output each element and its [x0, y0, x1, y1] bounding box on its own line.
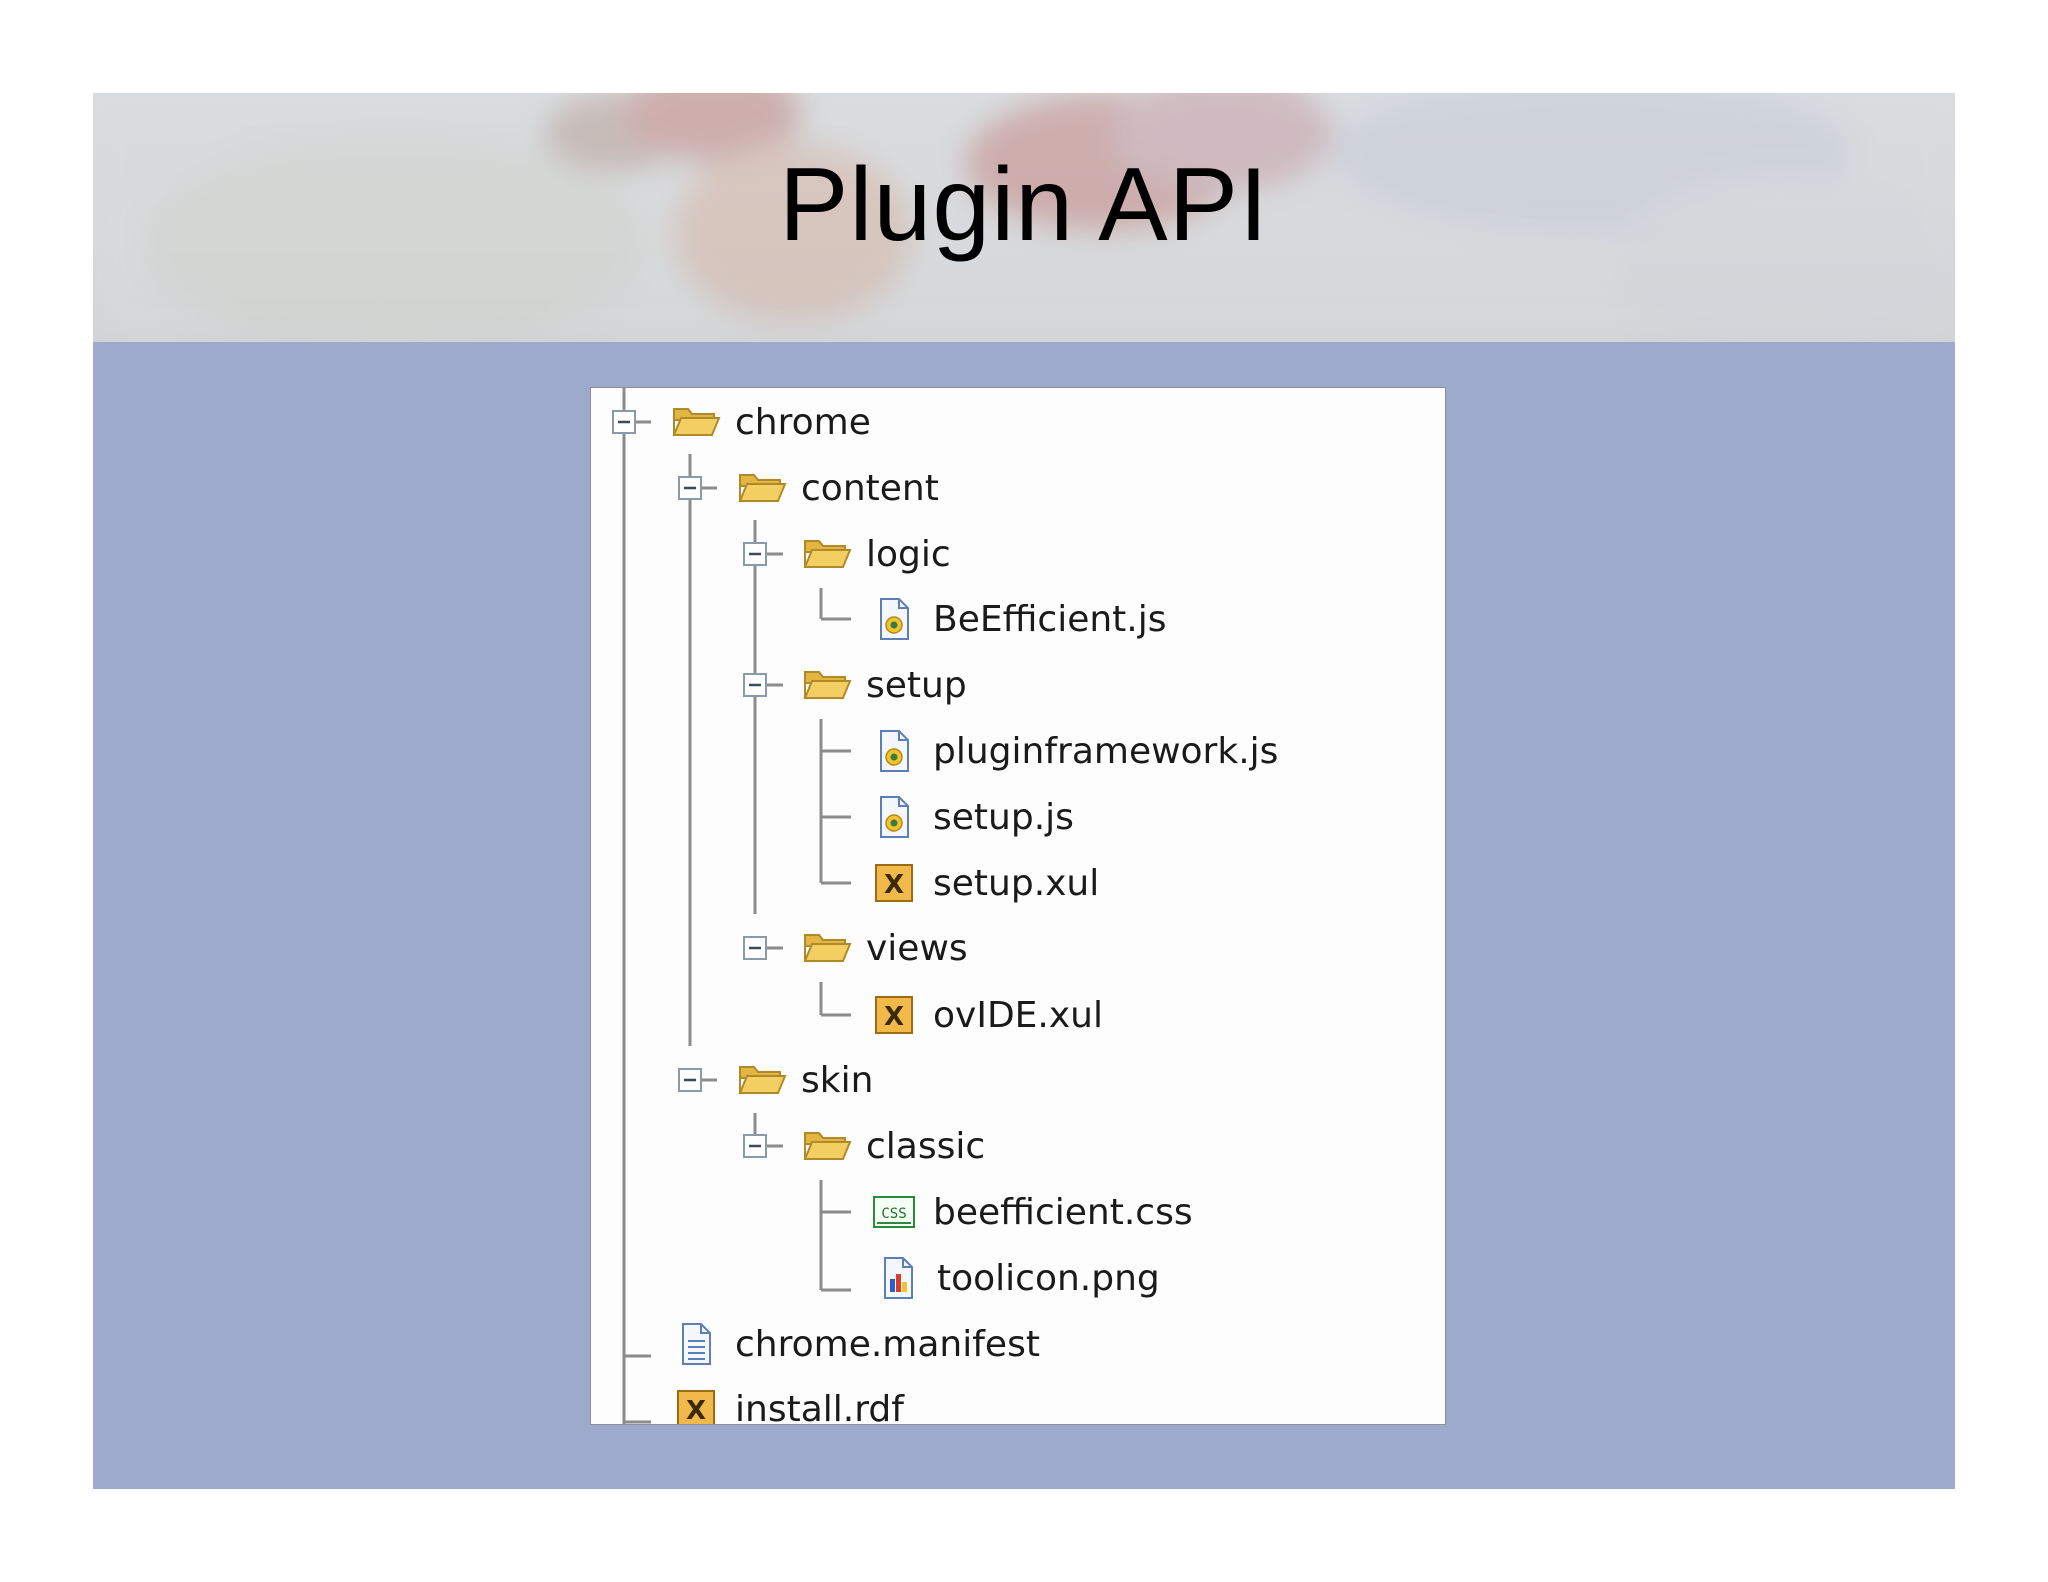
tree-node-chrome-manifest[interactable]: chrome.manifest — [671, 1314, 1040, 1374]
folder-open-icon — [737, 465, 787, 511]
image-file-icon — [873, 1255, 923, 1301]
svg-text:X: X — [884, 870, 904, 900]
collapse-minus-icon[interactable] — [743, 542, 767, 566]
file-tree-panel: chrome content logic BeEfficient.js setu… — [590, 387, 1446, 1425]
tree-node-label: toolicon.png — [937, 1257, 1160, 1299]
javascript-file-icon — [869, 728, 919, 774]
tree-node-views[interactable]: views — [802, 918, 968, 978]
folder-open-icon — [802, 531, 852, 577]
tree-node-label: setup.xul — [933, 862, 1100, 904]
tree-node-toolicon-png[interactable]: toolicon.png — [873, 1248, 1160, 1308]
tree-node-label: content — [801, 467, 939, 509]
svg-text:CSS: CSS — [881, 1206, 906, 1222]
header-background-photo — [93, 93, 1955, 342]
text-file-icon — [671, 1321, 721, 1367]
tree-node-setup-xul[interactable]: X setup.xul — [869, 853, 1099, 913]
tree-node-beefficient-css[interactable]: CSS beefficient.css — [869, 1182, 1193, 1242]
tree-node-content[interactable]: content — [737, 458, 939, 518]
tree-node-label: setup.js — [933, 796, 1074, 838]
folder-open-icon — [802, 1123, 852, 1169]
tree-node-setup[interactable]: setup — [802, 655, 967, 715]
folder-open-icon — [802, 925, 852, 971]
collapse-minus-icon[interactable] — [678, 476, 702, 500]
folder-open-icon — [802, 662, 852, 708]
tree-node-setup-js[interactable]: setup.js — [869, 787, 1074, 847]
tree-node-skin[interactable]: skin — [737, 1050, 873, 1110]
tree-node-install-rdf[interactable]: X install.rdf — [671, 1379, 904, 1425]
tree-node-pluginframework-js[interactable]: pluginframework.js — [869, 721, 1278, 781]
tree-node-logic[interactable]: logic — [802, 524, 951, 584]
tree-node-label: skin — [801, 1059, 874, 1101]
tree-node-label: install.rdf — [735, 1388, 904, 1425]
svg-text:X: X — [884, 1002, 904, 1032]
xul-file-icon: X — [671, 1386, 721, 1425]
tree-node-chrome[interactable]: chrome — [671, 392, 871, 452]
collapse-minus-icon[interactable] — [612, 410, 636, 434]
svg-text:X: X — [686, 1396, 706, 1425]
collapse-minus-icon[interactable] — [743, 1134, 767, 1158]
javascript-file-icon — [869, 596, 919, 642]
tree-node-label: beefficient.css — [933, 1191, 1193, 1233]
folder-open-icon — [671, 399, 721, 445]
tree-node-label: setup — [866, 664, 967, 706]
xul-file-icon: X — [869, 992, 919, 1038]
header-banner: Plugin API — [93, 93, 1955, 342]
tree-node-label: views — [866, 927, 968, 969]
tree-node-label: logic — [866, 533, 951, 575]
tree-node-classic[interactable]: classic — [802, 1116, 985, 1176]
tree-node-ovide-xul[interactable]: X ovIDE.xul — [869, 985, 1103, 1045]
tree-node-beefficient-js[interactable]: BeEfficient.js — [869, 589, 1166, 649]
javascript-file-icon — [869, 794, 919, 840]
folder-open-icon — [737, 1057, 787, 1103]
slide: Plugin API — [93, 93, 1955, 1489]
xul-file-icon: X — [869, 860, 919, 906]
collapse-minus-icon[interactable] — [743, 936, 767, 960]
tree-node-label: chrome.manifest — [735, 1323, 1040, 1365]
slide-title: Plugin API — [779, 147, 1269, 263]
collapse-minus-icon[interactable] — [743, 673, 767, 697]
collapse-minus-icon[interactable] — [678, 1068, 702, 1092]
tree-node-label: chrome — [735, 401, 871, 443]
tree-node-label: BeEfficient.js — [933, 598, 1167, 640]
tree-node-label: pluginframework.js — [933, 730, 1279, 772]
css-file-icon: CSS — [869, 1189, 919, 1235]
tree-node-label: classic — [866, 1125, 986, 1167]
tree-node-label: ovIDE.xul — [933, 994, 1103, 1036]
